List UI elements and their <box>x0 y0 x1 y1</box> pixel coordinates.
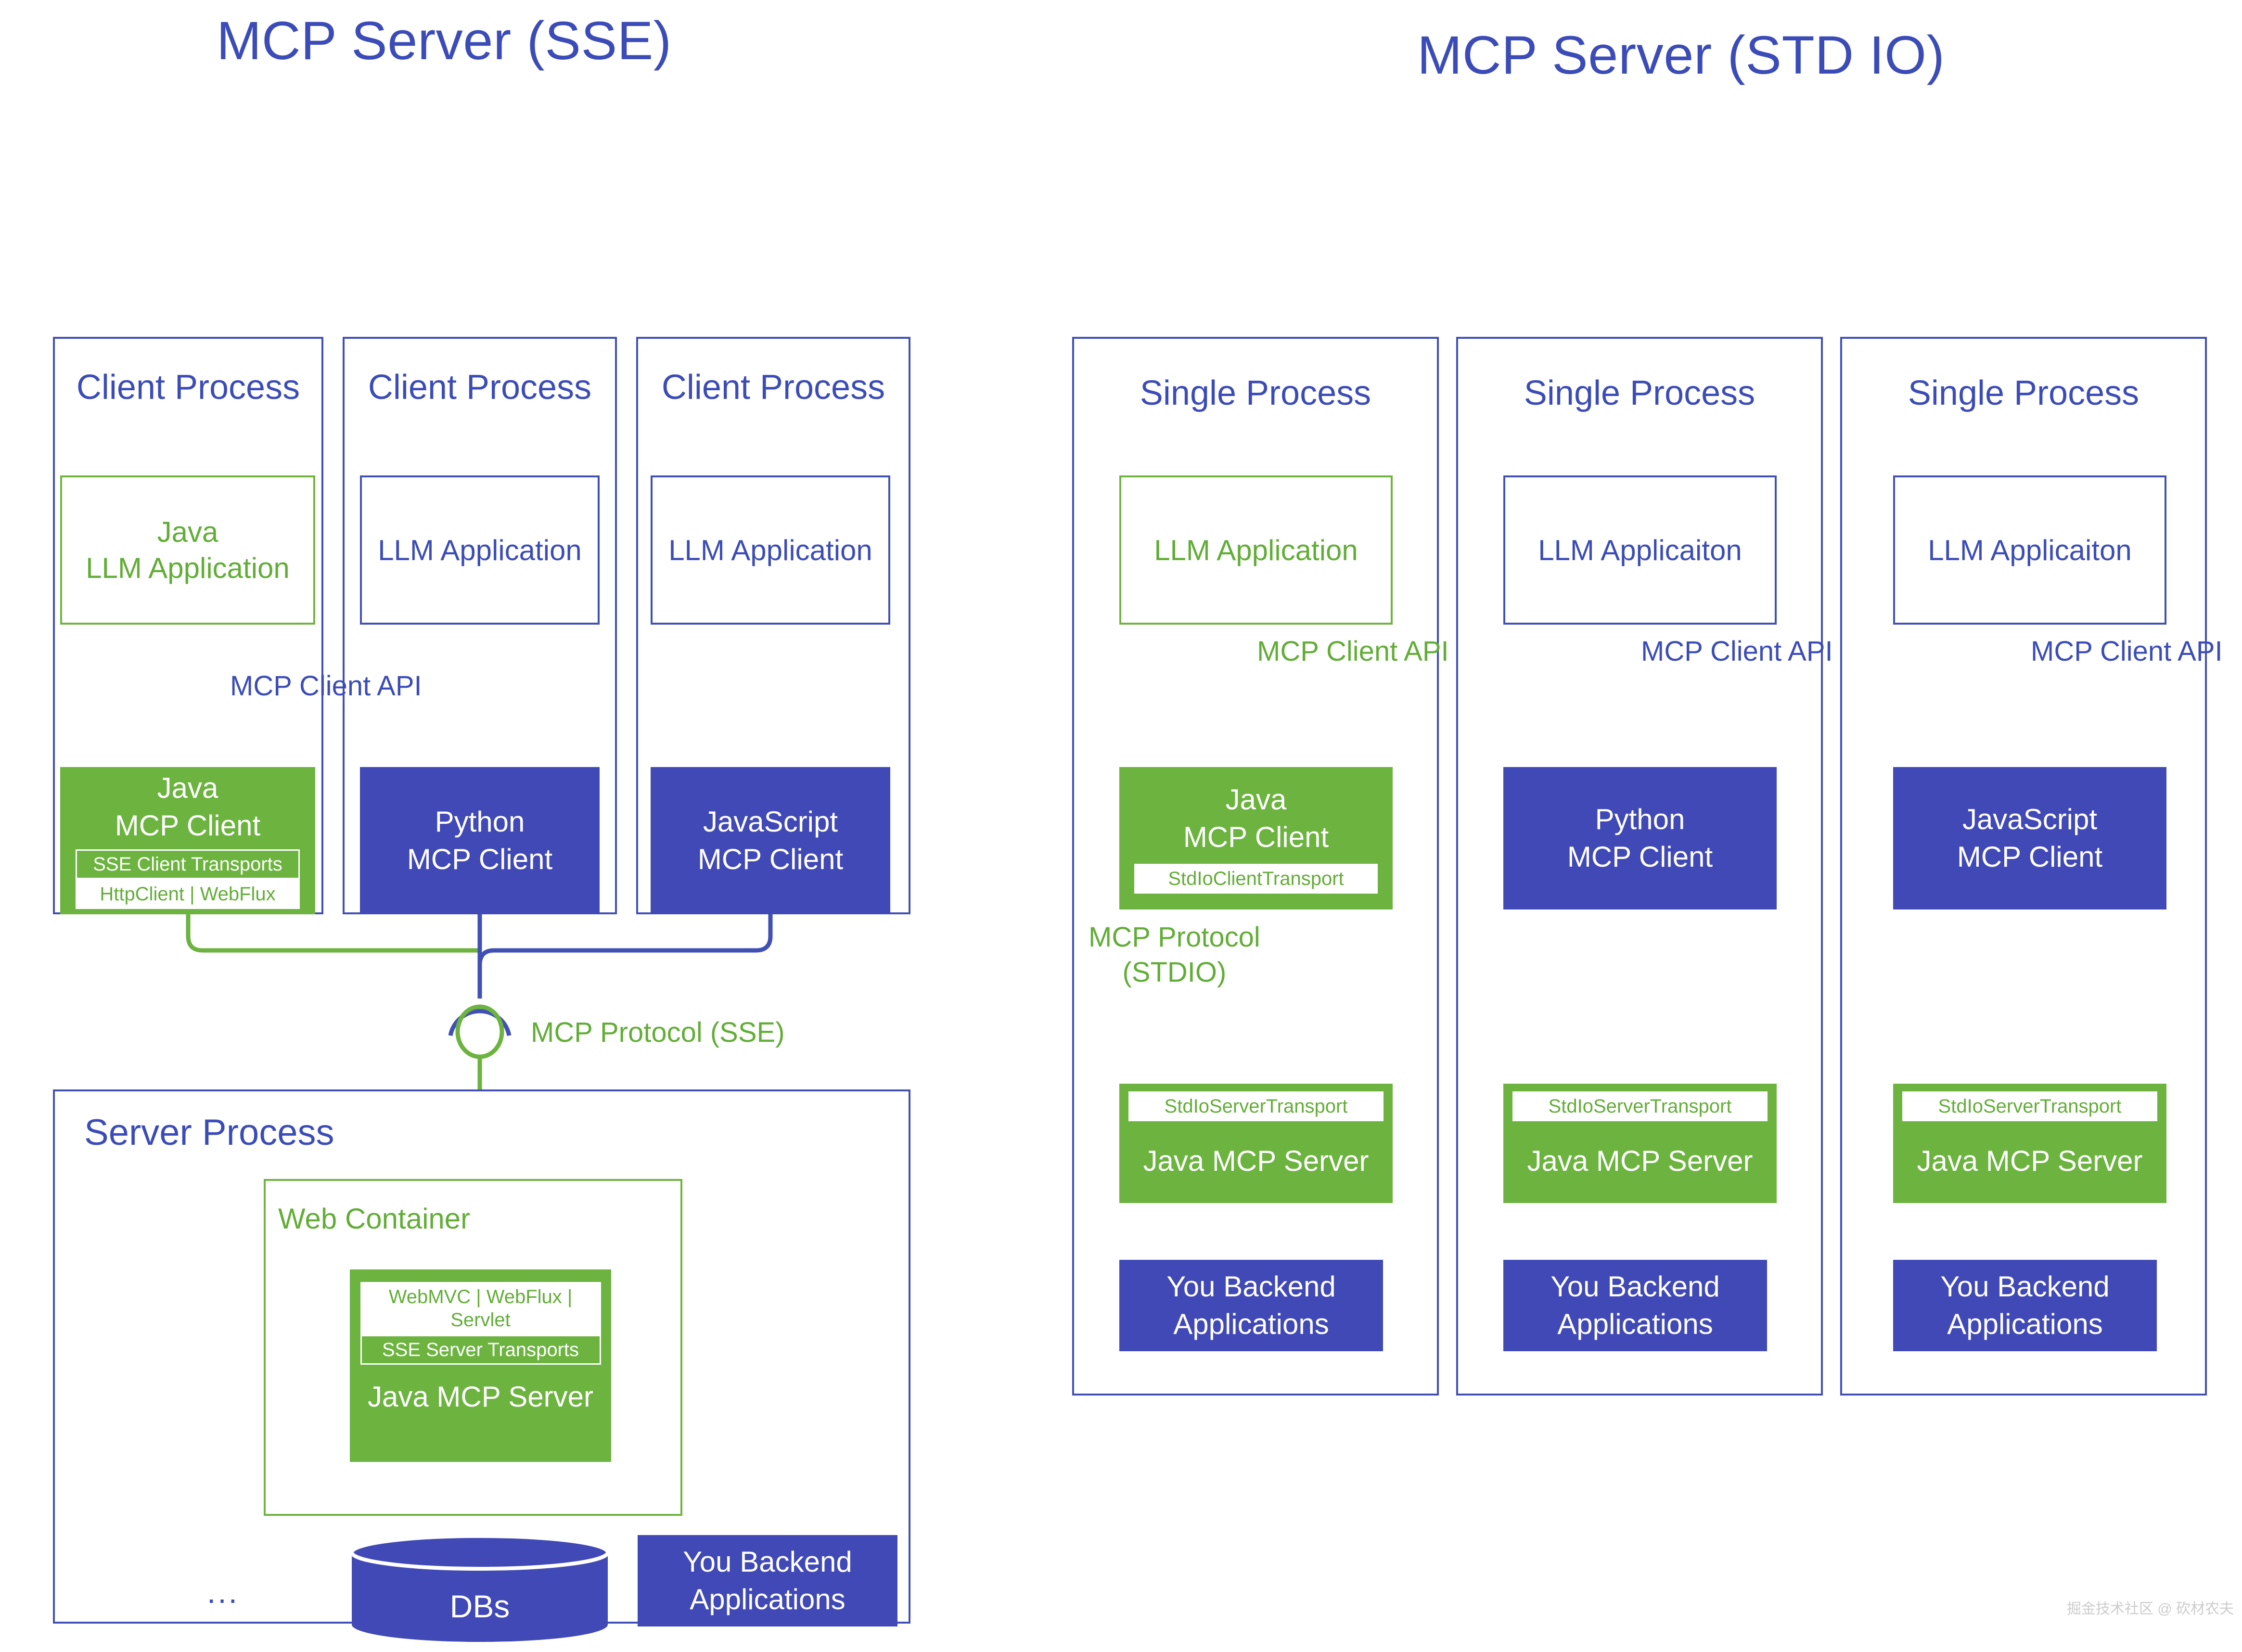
stdio-backend-applications-box-3[interactable]: You Backend Applications <box>1893 1260 2157 1351</box>
stdio-mcp-protocol-label-1: MCP Protocol (STDIO) <box>1089 922 1260 988</box>
ellipsis-more-backends: ... <box>207 1574 240 1610</box>
javascript-mcp-client-title: JavaScript MCP Client <box>697 806 844 875</box>
single-process-1-label: Single Process <box>1140 374 1371 412</box>
panel-title-stdio: MCP Server (STD IO) <box>1417 25 1945 85</box>
python-mcp-client-box[interactable]: Python MCP Client <box>360 767 600 914</box>
stdio-backend-applications-label-1: You Backend Applications <box>1166 1270 1336 1340</box>
watermark: 掘金技术社区 @ 砍材农夫 <box>2067 1601 2234 1617</box>
llm-application-label-3: LLM Application <box>668 534 872 566</box>
llm-application-box-2[interactable]: LLM Application <box>360 475 600 625</box>
stdio-java-mcp-server-title-3: Java MCP Server <box>1917 1145 2143 1177</box>
webmvc-webflux-servlet-strip: WebMVC | WebFlux | Servlet <box>360 1282 601 1335</box>
server-process-label: Server Process <box>84 1112 334 1153</box>
stdio-java-mcp-server-title-1: Java MCP Server <box>1143 1145 1369 1177</box>
llm-application-label-1: Java LLM Application <box>86 516 290 584</box>
stdio-java-mcp-server-box-2[interactable]: StdIoServerTransport Java MCP Server <box>1503 1084 1777 1203</box>
llm-application-box-1[interactable]: Java LLM Application <box>60 475 315 625</box>
stdio-java-mcp-client-box[interactable]: Java MCP Client StdIoClientTransport <box>1119 767 1393 909</box>
stdio-backend-applications-label-3: You Backend Applications <box>1940 1270 2110 1340</box>
stdio-llm-application-box-1[interactable]: LLM Application <box>1119 475 1393 625</box>
stdio-python-mcp-client-title: Python MCP Client <box>1567 803 1713 873</box>
stdio-java-mcp-server-box-1[interactable]: StdIoServerTransport Java MCP Server <box>1119 1084 1393 1203</box>
client-process-1-label: Client Process <box>76 368 300 407</box>
llm-application-label-2: LLM Application <box>378 534 582 566</box>
dbs-label: DBs <box>449 1588 510 1624</box>
backend-applications-label-sse: You Backend Applications <box>683 1546 852 1615</box>
mcp-protocol-sse-label: MCP Protocol (SSE) <box>531 1017 785 1048</box>
web-container-box[interactable] <box>264 1179 682 1516</box>
web-container-label: Web Container <box>278 1203 471 1235</box>
stdio-mcp-client-api-label-2: MCP Client API <box>1641 636 1833 667</box>
stdio-llm-application-label-3: LLM Applicaiton <box>1928 534 2132 566</box>
python-mcp-client-title: Python MCP Client <box>407 806 553 875</box>
stdio-backend-applications-box-1[interactable]: You Backend Applications <box>1119 1260 1383 1351</box>
sse-server-transports-strip: SSE Server Transports <box>360 1335 601 1365</box>
stdioclienttransport-strip: StdIoClientTransport <box>1134 864 1378 894</box>
stdio-llm-application-label-1: LLM Application <box>1154 534 1358 566</box>
single-process-2-label: Single Process <box>1524 374 1755 412</box>
client-process-2-label: Client Process <box>368 368 592 407</box>
stdio-mcp-client-api-label-1: MCP Client API <box>1257 636 1449 667</box>
httpclient-webflux-strip: HttpClient | WebFlux <box>76 879 300 909</box>
stdio-llm-application-label-2: LLM Applicaiton <box>1538 534 1742 566</box>
panel-title-sse: MCP Server (SSE) <box>217 11 672 71</box>
javascript-mcp-client-box[interactable]: JavaScript MCP Client <box>651 767 890 914</box>
sse-client-transports-strip: SSE Client Transports <box>76 849 300 879</box>
stdio-javascript-mcp-client-box[interactable]: JavaScript MCP Client <box>1893 767 2166 909</box>
stdio-mcp-client-api-label-3: MCP Client API <box>2031 636 2223 667</box>
backend-applications-box-sse[interactable]: You Backend Applications <box>638 1535 897 1626</box>
stdio-javascript-mcp-client-title: JavaScript MCP Client <box>1957 803 2103 873</box>
stdio-llm-application-box-3[interactable]: LLM Applicaiton <box>1893 475 2166 625</box>
stdio-java-mcp-client-title: Java MCP Client <box>1183 783 1329 853</box>
stdio-backend-applications-label-2: You Backend Applications <box>1550 1270 1720 1340</box>
java-mcp-client-title: Java MCP Client <box>115 772 261 842</box>
stdioservertransport-strip-3: StdIoServerTransport <box>1902 1091 2157 1121</box>
stdio-java-mcp-server-box-3[interactable]: StdIoServerTransport Java MCP Server <box>1893 1084 2166 1203</box>
dbs-cylinder[interactable]: DBs <box>350 1534 610 1642</box>
stdio-backend-applications-box-2[interactable]: You Backend Applications <box>1503 1260 1767 1351</box>
stdio-java-mcp-server-title-2: Java MCP Server <box>1527 1145 1753 1177</box>
stdio-python-mcp-client-box[interactable]: Python MCP Client <box>1503 767 1777 909</box>
stdio-llm-application-box-2[interactable]: LLM Applicaiton <box>1503 475 1777 625</box>
java-mcp-client-box[interactable]: Java MCP Client SSE Client Transports Ht… <box>60 767 315 914</box>
single-process-3-label: Single Process <box>1908 374 2140 412</box>
stdioservertransport-strip-1: StdIoServerTransport <box>1128 1091 1384 1121</box>
java-mcp-server-box-sse[interactable]: WebMVC | WebFlux | Servlet SSE Server Tr… <box>350 1269 611 1462</box>
llm-application-box-3[interactable]: LLM Application <box>651 475 890 625</box>
mcp-client-api-label-sse: MCP Client API <box>230 670 422 702</box>
java-mcp-server-title-sse: Java MCP Server <box>367 1381 594 1413</box>
client-process-3-label: Client Process <box>661 368 885 407</box>
stdioservertransport-strip-2: StdIoServerTransport <box>1512 1091 1768 1121</box>
